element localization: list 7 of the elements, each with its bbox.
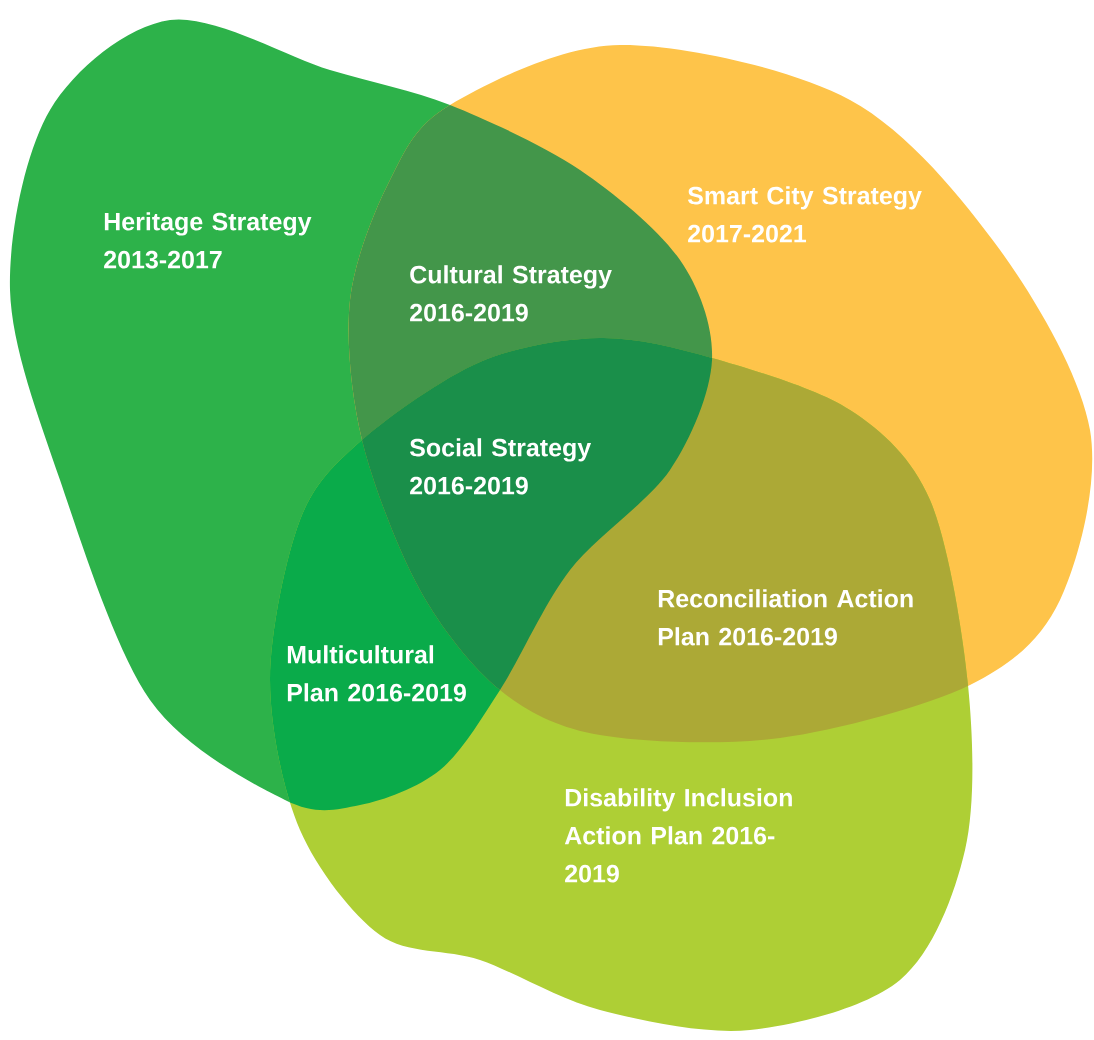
region-label: Multicultural Plan 2016-2019 [287,645,466,702]
region-label: Disability Inclusion Action Plan 2016-2019 [564,788,792,883]
region-label: Smart City Strategy 2017-2021 [687,186,922,243]
region-label: Social Strategy 2016-2019 [409,438,592,495]
region-label: Cultural Strategy 2016-2019 [410,265,612,322]
region-label: Reconciliation Action Plan 2016-2019 [658,589,913,646]
region-label: Heritage Strategy 2013-2017 [104,212,312,269]
